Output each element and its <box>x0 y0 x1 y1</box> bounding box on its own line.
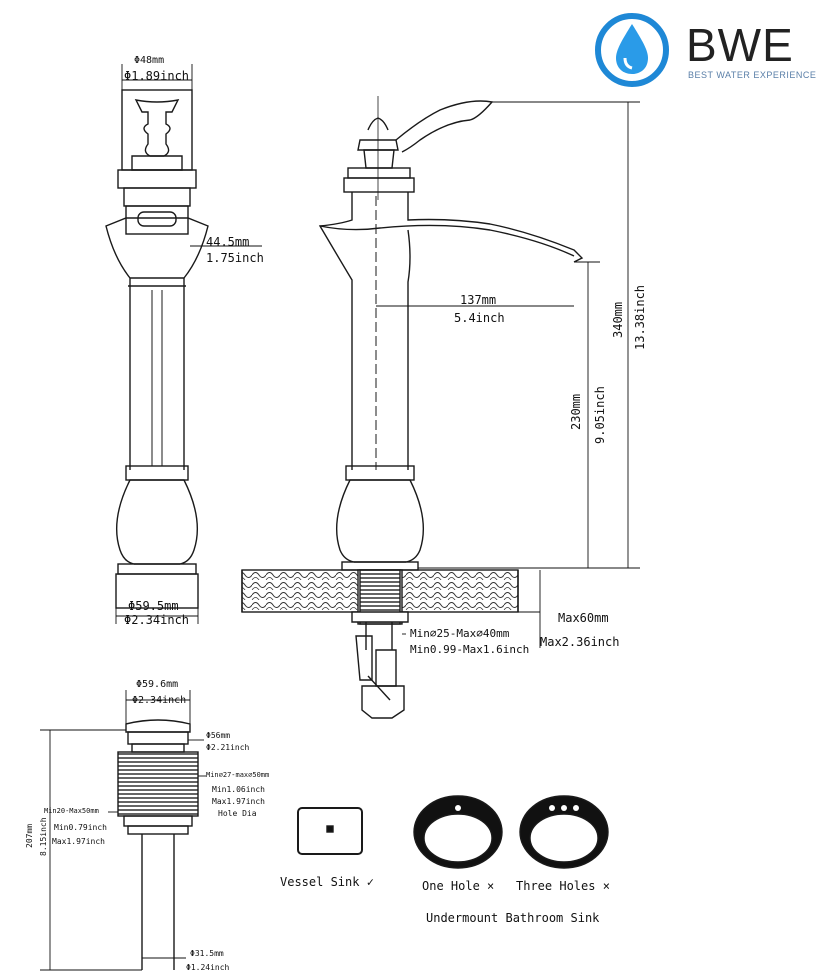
brand-logo-icon <box>595 13 669 87</box>
hole-range-mm: Min⌀25-Max⌀40mm <box>410 627 510 640</box>
drain-body-max: Max1.97inch <box>52 837 105 846</box>
drain-body-mm: Min20-Max50mm <box>44 807 99 815</box>
side-view <box>318 96 584 571</box>
drain-thread-mm: Min⌀27-max⌀50mm <box>206 771 270 779</box>
base-diameter-mm: Φ59.5mm <box>128 599 179 613</box>
brand-tagline: BEST WATER EXPERIENCE <box>688 70 817 80</box>
head-diameter-mm: Φ48mm <box>134 55 165 66</box>
drain-top-mm: Φ59.6mm <box>136 679 179 690</box>
drain-bottom-in: Φ1.24inch <box>186 963 230 972</box>
vessel-sink-label: Vessel Sink ✓ <box>280 875 374 889</box>
vessel-sink-icon <box>297 807 363 855</box>
drain-hole-note: Hole Dia <box>218 809 257 818</box>
drain-top-in: Φ2.34inch <box>132 695 187 706</box>
drain-thread-max: Max1.97inch <box>212 797 265 806</box>
spout-reach-mm: 137mm <box>460 293 497 307</box>
neck-width-mm: 44.5mm <box>206 235 250 249</box>
drain-body-min: Min0.79inch <box>54 823 107 832</box>
spout-height-mm: 230mm <box>569 393 583 430</box>
one-hole-label: One Hole × <box>422 879 495 893</box>
three-holes-label: Three Holes × <box>516 879 610 893</box>
drain-cap-mm: Φ56mm <box>206 731 231 740</box>
neck-width-in: 1.75inch <box>206 251 264 265</box>
counter-max-mm: Max60mm <box>558 611 609 625</box>
drain-cap-in: Φ2.21inch <box>206 743 250 752</box>
total-height-in: 13.38inch <box>633 284 647 350</box>
base-diameter-in: Φ2.34inch <box>124 613 190 627</box>
hole-range-in: Min0.99-Max1.6inch <box>410 643 530 656</box>
countertop <box>241 569 519 719</box>
drain-bottom-mm: Φ31.5mm <box>190 949 224 958</box>
spout-height-in: 9.05inch <box>593 386 607 444</box>
front-view <box>105 89 209 609</box>
brand-name: BWE <box>686 19 794 71</box>
drain-thread-min: Min1.06inch <box>212 785 265 794</box>
spout-reach-in: 5.4inch <box>454 311 505 325</box>
dimension-lines <box>40 64 640 971</box>
undermount-label: Undermount Bathroom Sink <box>426 911 600 925</box>
counter-max-in: Max2.36inch <box>540 635 620 649</box>
drain-height-mm: 207mm <box>25 823 34 848</box>
drain-height-in: 8.15inch <box>39 817 48 856</box>
total-height-mm: 340mm <box>611 301 625 338</box>
drain-view <box>117 719 199 970</box>
head-diameter-in: Φ1.89inch <box>124 69 190 83</box>
